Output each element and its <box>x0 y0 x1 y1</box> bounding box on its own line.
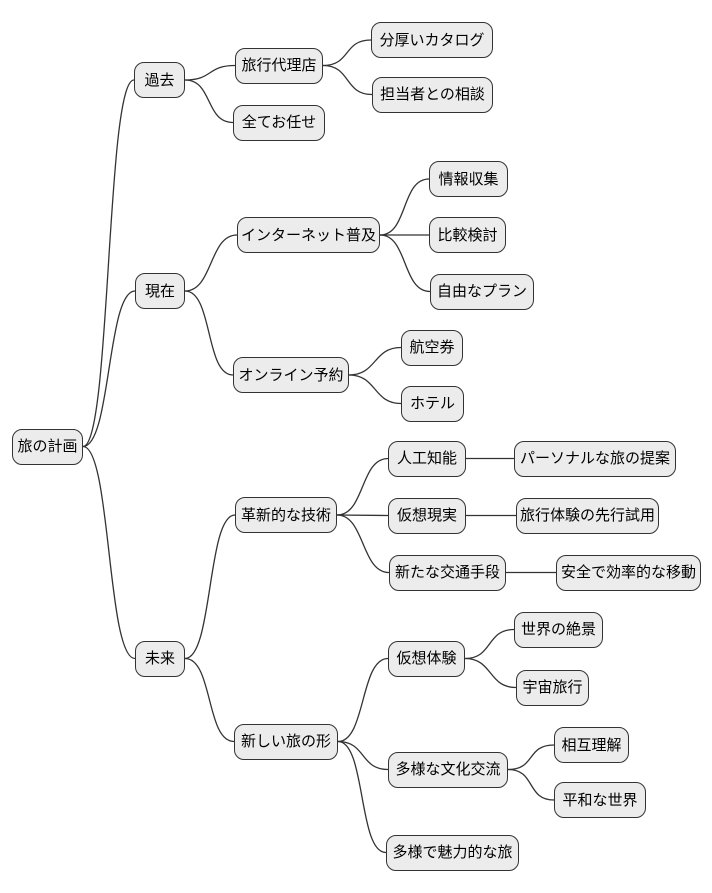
node-peaceful-world: 平和な世界 <box>554 782 646 818</box>
edge-travel-agency-agent-consultation <box>322 64 373 96</box>
node-trip-planning: 旅の計画 <box>12 428 83 465</box>
edge-new-travel-forms-diverse-attractive-travel <box>337 740 387 854</box>
edge-virtual-experience-world-scenery <box>464 628 515 660</box>
node-ai: 人工知能 <box>388 440 466 477</box>
edge-trip-planning-present <box>82 290 136 448</box>
edge-trip-planning-future <box>82 445 136 660</box>
node-diverse-attractive-travel: 多様で魅力的な旅 <box>386 834 519 871</box>
edge-innovative-tech-new-transport <box>336 514 390 574</box>
edge-online-booking-hotel <box>348 374 402 405</box>
node-world-scenery: 世界の絶景 <box>514 611 603 648</box>
node-new-transport: 新たな交通手段 <box>389 554 506 591</box>
edge-innovative-tech-ai <box>336 457 389 516</box>
edge-future-innovative-tech <box>184 514 236 660</box>
node-space-travel: 宇宙旅行 <box>516 669 589 706</box>
node-cultural-exchange: 多様な文化交流 <box>388 751 508 788</box>
node-hotel: ホテル <box>401 385 464 422</box>
node-info-gathering: 情報収集 <box>429 161 508 197</box>
edge-future-new-travel-forms <box>184 657 235 743</box>
edge-trip-planning-past <box>82 79 135 448</box>
edge-new-travel-forms-cultural-exchange <box>337 740 389 771</box>
node-virtual-experience: 仮想体験 <box>388 640 465 677</box>
edge-present-internet-spread <box>184 234 238 292</box>
edge-travel-agency-thick-catalog <box>322 39 372 67</box>
edge-past-travel-agency <box>184 64 236 81</box>
node-thick-catalog: 分厚いカタログ <box>371 22 493 58</box>
node-comparison: 比較検討 <box>429 217 506 253</box>
edge-new-travel-forms-virtual-experience <box>337 657 389 743</box>
node-present: 現在 <box>135 273 185 309</box>
edge-virtual-experience-space-travel <box>464 657 517 689</box>
edge-cultural-exchange-mutual-understanding <box>507 744 555 771</box>
node-travel-pretrial: 旅行体験の先行試用 <box>516 497 659 534</box>
edge-internet-spread-free-plan <box>379 234 431 293</box>
node-mutual-understanding: 相互理解 <box>554 727 629 763</box>
node-travel-agency: 旅行代理店 <box>235 47 323 84</box>
node-safe-efficient-mobility: 安全で効率的な移動 <box>556 554 701 591</box>
node-innovative-tech: 革新的な技術 <box>235 497 337 533</box>
edge-cultural-exchange-peaceful-world <box>507 768 555 801</box>
edge-innovative-tech-virtual-reality <box>336 514 389 517</box>
edge-internet-spread-info-gathering <box>379 178 430 236</box>
node-virtual-reality: 仮想現実 <box>388 497 466 534</box>
node-online-booking: オンライン予約 <box>233 357 349 393</box>
node-personal-trip-proposal: パーソナルな旅の提案 <box>514 440 676 477</box>
node-free-plan: 自由なプラン <box>430 273 534 310</box>
node-internet-spread: インターネット普及 <box>237 217 380 253</box>
edge-past-leave-it-all <box>184 79 234 124</box>
node-past: 過去 <box>134 62 185 98</box>
node-agent-consultation: 担当者との相談 <box>372 76 493 113</box>
node-new-travel-forms: 新しい旅の形 <box>234 723 338 760</box>
edge-online-booking-flight-tickets <box>348 346 402 376</box>
node-leave-it-all: 全てお任せ <box>233 104 325 141</box>
node-future: 未来 <box>135 640 185 677</box>
node-flight-tickets: 航空券 <box>401 329 463 366</box>
edge-present-online-booking <box>184 290 234 376</box>
